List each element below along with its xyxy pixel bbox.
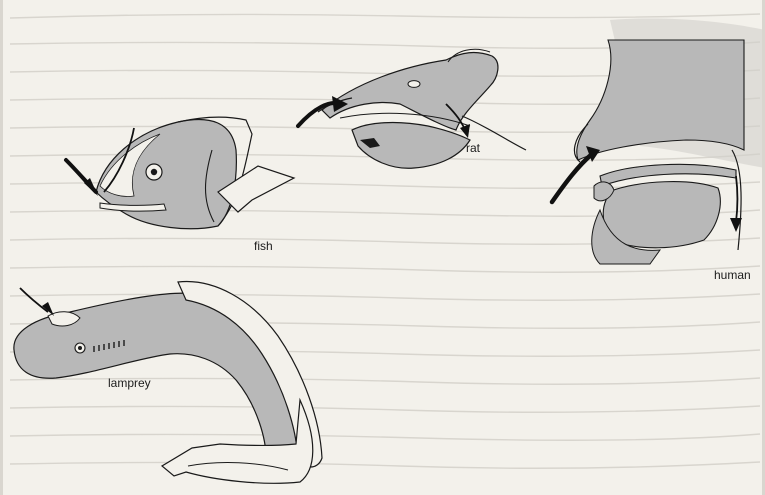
comparative-anatomy-figure: fish rat human lamprey (0, 0, 765, 495)
scan-frame-edge (0, 0, 765, 495)
